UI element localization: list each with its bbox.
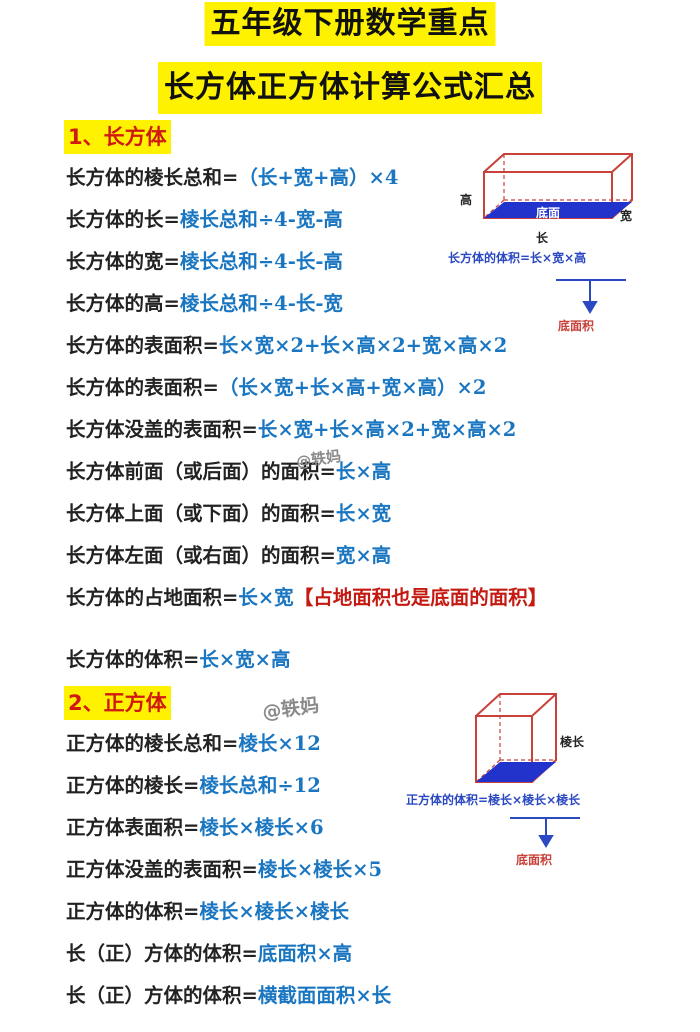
formula-line: 正方体没盖的表面积=棱长×棱长×5 bbox=[66, 858, 383, 881]
watermark: @轶妈 bbox=[260, 694, 321, 724]
formula-line: 长方体的长=棱长总和÷4-宽-高 bbox=[66, 208, 343, 231]
formula-line: 正方体的体积=棱长×棱长×棱长 bbox=[66, 900, 350, 923]
cube-diagram: 棱长 正方体的体积=棱长×棱长×棱长 底面积 bbox=[406, 693, 585, 867]
formula-line: 长方体上面（或下面）的面积=长×宽 bbox=[66, 502, 392, 525]
diagram-label-height: 高 bbox=[460, 192, 472, 207]
formula-line: 长方体的宽=棱长总和÷4-长-高 bbox=[66, 250, 343, 273]
page-subtitle: 长方体正方体计算公式汇总 bbox=[158, 62, 542, 114]
diagram-label-width: 宽 bbox=[619, 208, 632, 223]
section-heading-cuboid: 1、长方体 bbox=[64, 120, 171, 154]
diagram-label-edge: 棱长 bbox=[560, 734, 585, 749]
formula-line: 正方体的棱长总和=棱长×12 bbox=[66, 732, 321, 755]
formula-line: 长方体的表面积=长×宽×2+长×高×2+宽×高×2 bbox=[66, 334, 508, 357]
diagram-label-base-area: 底面积 bbox=[516, 852, 552, 867]
section-heading-cube: 2、正方体 bbox=[64, 686, 171, 720]
diagram-formula: 长方体的体积=长×宽×高 bbox=[448, 250, 586, 265]
diagram-label-length: 长 bbox=[536, 230, 549, 245]
formula-line: 长方体的高=棱长总和÷4-长-宽 bbox=[66, 292, 343, 315]
diagram-label-base: 底面 bbox=[536, 205, 560, 220]
formula-line: 长方体的占地面积=长×宽【占地面积也是底面的面积】 bbox=[66, 586, 548, 609]
formula-line: 长（正）方体的体积=横截面面积×长 bbox=[66, 984, 392, 1007]
formula-line: 正方体的棱长=棱长总和÷12 bbox=[66, 774, 321, 797]
formula-line: 长方体的体积=长×宽×高 bbox=[66, 648, 291, 671]
page-title: 五年级下册数学重点 bbox=[204, 2, 496, 46]
note-text: 【占地面积也是底面的面积】 bbox=[293, 586, 548, 609]
formula-line: 正方体表面积=棱长×棱长×6 bbox=[66, 816, 324, 839]
formula-line: 长方体的棱长总和=（长+宽+高）×4 bbox=[66, 166, 399, 189]
diagram-label-base-area: 底面积 bbox=[558, 318, 594, 333]
formula-line: 长方体的表面积=（长×宽+长×高+宽×高）×2 bbox=[66, 376, 487, 399]
formula-line: 长方体没盖的表面积=长×宽+长×高×2+宽×高×2 bbox=[66, 418, 517, 441]
formula-line: 长方体左面（或右面）的面积=宽×高 bbox=[66, 544, 392, 567]
cuboid-diagram: 高 底面 宽 长 长方体的体积=长×宽×高 底面积 bbox=[448, 153, 633, 333]
formula-line: 长方体前面（或后面）的面积=长×高 bbox=[66, 460, 392, 483]
formula-line: 长（正）方体的体积=底面积×高 bbox=[66, 942, 353, 965]
diagram-formula: 正方体的体积=棱长×棱长×棱长 bbox=[406, 792, 581, 807]
